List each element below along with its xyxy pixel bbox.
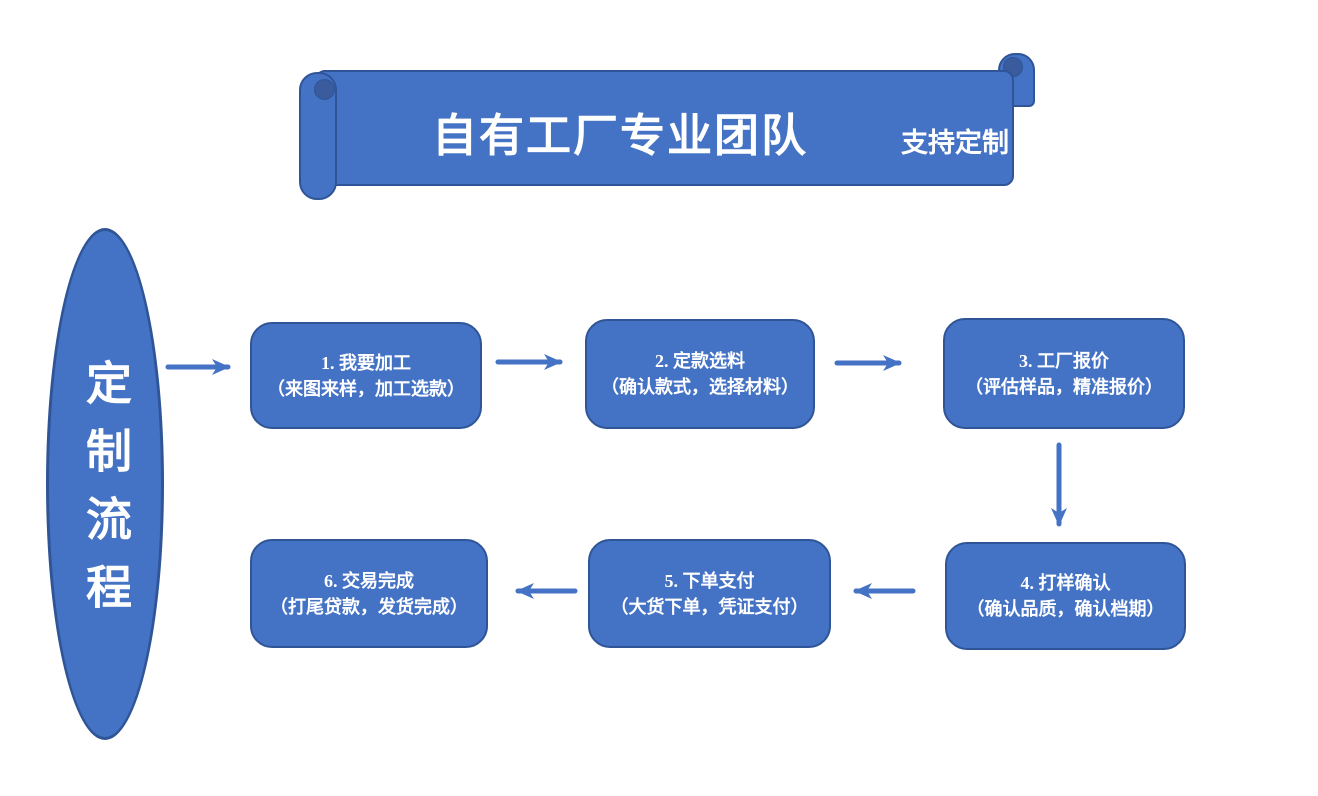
process-label: 定制流程 bbox=[80, 359, 131, 631]
step-title: 3. 工厂报价 bbox=[1019, 350, 1109, 371]
step-box-5: 5. 下单支付 （大货下单，凭证支付） bbox=[588, 539, 831, 648]
step-box-6: 6. 交易完成 （打尾贷款，发货完成） bbox=[250, 539, 488, 648]
step-title: 2. 定款选料 bbox=[655, 351, 745, 371]
step-box-3: 3. 工厂报价 （评估样品，精准报价） bbox=[943, 318, 1185, 429]
step-box-4: 4. 打样确认 （确认品质，确认档期） bbox=[945, 542, 1186, 650]
step-subtitle: （确认品质，确认档期） bbox=[966, 599, 1165, 619]
step-title: 6. 交易完成 bbox=[324, 570, 414, 591]
step-title: 5. 下单支付 bbox=[664, 570, 755, 591]
step-title: 4. 打样确认 bbox=[1020, 573, 1111, 593]
step-box-2: 2. 定款选料 （确认款式，选择材料） bbox=[585, 319, 815, 429]
step-title: 1. 我要加工 bbox=[321, 352, 411, 373]
banner-subtitle: 支持定制 bbox=[901, 128, 1009, 158]
step-subtitle: （打尾贷款，发货完成） bbox=[270, 596, 468, 617]
step-subtitle: （确认款式，选择材料） bbox=[601, 377, 799, 397]
banner-title: 自有工厂专业团队 bbox=[431, 111, 808, 161]
process-label-ellipse: 定制流程 bbox=[46, 228, 164, 740]
banner-scroll-left-curl-hole bbox=[314, 79, 335, 100]
step-subtitle: （评估样品，精准报价） bbox=[965, 376, 1163, 397]
step-subtitle: （来图来样，加工选款） bbox=[267, 378, 465, 399]
banner-scroll-body bbox=[315, 70, 1014, 186]
step-box-1: 1. 我要加工 （来图来样，加工选款） bbox=[250, 322, 482, 429]
step-subtitle: （大货下单，凭证支付） bbox=[610, 596, 809, 617]
